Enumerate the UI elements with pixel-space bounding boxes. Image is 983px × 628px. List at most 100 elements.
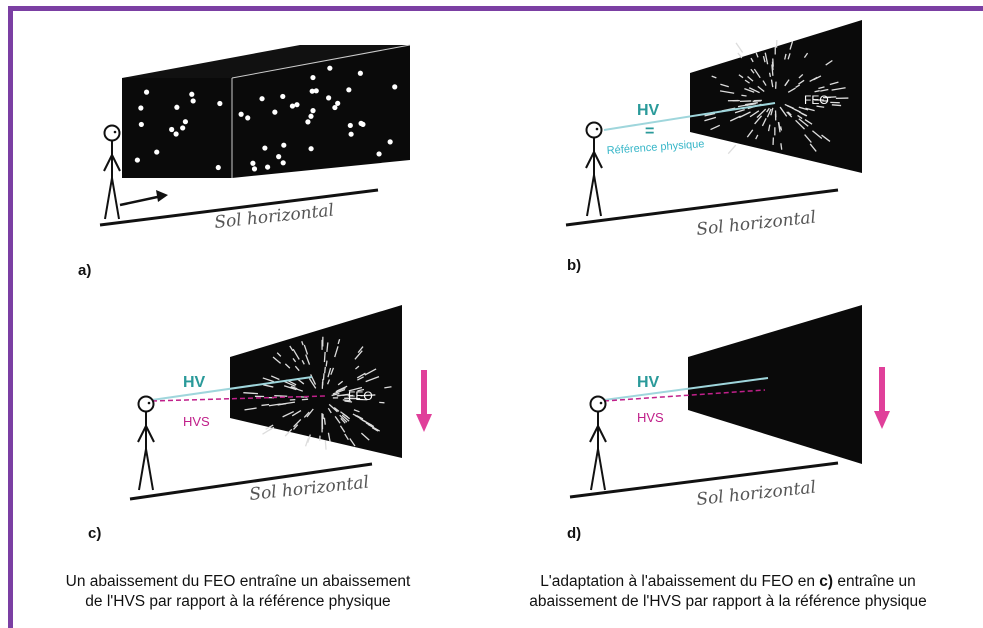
observer-figure [103,124,121,220]
light-ray [798,118,809,127]
light-ray [323,417,326,425]
frame-left-border [8,6,13,628]
light-ray [342,413,351,420]
light-ray [738,74,744,79]
box-dot [245,115,251,121]
light-ray [292,348,300,360]
light-ray [353,409,360,413]
light-ray [747,75,754,82]
light-ray [360,432,370,441]
box-dot [265,164,271,170]
caption-right-line1-a: L'adaptation à l'abaissement du FEO en [540,573,820,590]
light-ray [720,83,729,88]
light-ray [331,392,340,397]
light-ray [290,386,304,392]
light-ray [755,134,759,140]
box-dot [262,145,268,151]
light-ray [341,414,350,422]
light-ray [766,107,770,113]
light-ray [780,143,783,150]
light-ray [284,363,291,369]
light-ray [719,90,735,94]
box-dot [326,95,332,101]
hvs-line [603,389,766,402]
light-ray [784,53,787,60]
panel-a: Sol horizontal a) [78,44,411,279]
light-ray [327,367,332,378]
panel-c: HV HVS FEO Sol horizontal c) [88,305,432,542]
hvs-label: HVS [637,410,664,425]
box-dot [308,113,314,119]
box-dot [358,120,364,126]
box-dot [276,154,282,160]
light-ray [757,85,765,92]
light-ray [323,351,326,363]
dark-box [688,305,862,464]
light-ray [262,427,273,435]
caption-right: L'adaptation à l'abaissement du FEO en c… [478,572,978,612]
light-ray [326,342,329,353]
light-ray [322,373,325,381]
light-ray [292,424,299,430]
hv-line [603,377,769,401]
light-rays [243,336,392,450]
box-dot [309,88,315,94]
light-ray [272,356,282,364]
caption-left: Un abaissement du FEO entraîne un abaiss… [18,572,458,612]
light-ray [340,417,346,424]
box-dot [169,126,175,133]
ground-line [565,188,839,227]
light-ray [294,365,300,372]
box-dot [259,96,265,102]
light-ray [262,377,274,383]
panel-label-d: d) [567,525,581,542]
light-ray [737,52,743,59]
light-ray [342,393,349,397]
light-ray [779,106,788,117]
light-ray [798,73,804,79]
box-dots [134,65,398,172]
light-ray [270,375,280,381]
light-ray [325,360,328,367]
light-ray [306,408,314,418]
light-ray [365,376,380,383]
light-ray [349,438,356,447]
light-ray [291,409,302,417]
light-ray [787,87,796,93]
light-ray [324,366,326,374]
light-ray [789,41,794,50]
light-ray [778,122,781,130]
observer-figure [585,121,603,217]
box-dot [280,160,286,166]
light-ray [753,68,761,79]
caption-left-line1: Un abaissement du FEO entraîne un abaiss… [65,573,411,590]
light-ray [795,84,801,89]
dark-box [230,305,402,458]
light-ray [265,424,274,430]
light-ray [357,388,365,392]
light-ray [814,90,820,93]
box-dot [272,109,278,115]
light-ray [292,357,297,363]
box-dot [280,93,286,100]
box-dot [347,122,353,129]
hv-label: HV [637,374,660,391]
light-ray [818,86,825,90]
light-ray [336,385,348,392]
box-dot [346,87,352,93]
light-ray [327,407,332,414]
light-ray [821,134,831,142]
box-dot [357,70,363,76]
light-ray [809,143,817,152]
observer-figure [589,395,607,491]
light-ray [334,416,341,424]
light-ray [761,118,767,127]
light-ray [276,352,282,357]
motion-arrow [119,190,168,207]
light-ray [813,75,822,81]
light-ray [332,388,346,395]
feo-label: FEO [804,93,829,107]
ground-label: Sol horizontal [695,478,816,510]
box-dot [154,149,160,155]
light-ray [768,72,772,78]
